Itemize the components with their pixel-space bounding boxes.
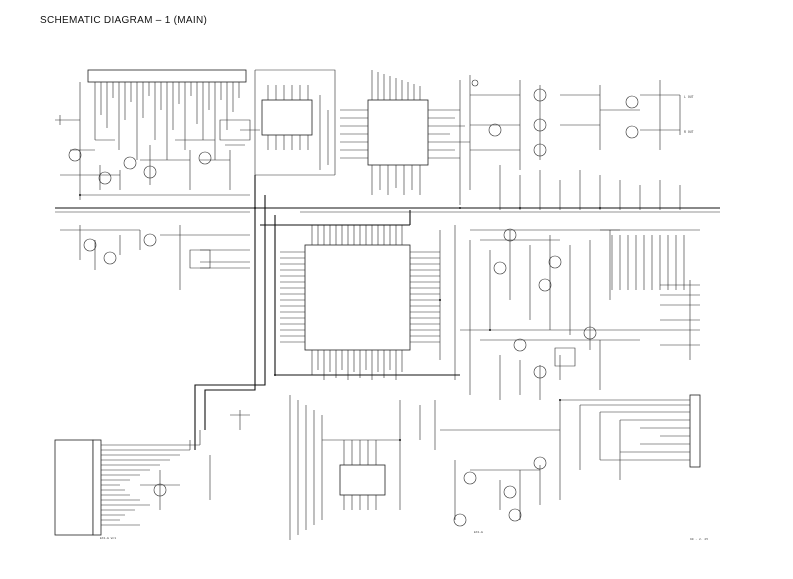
bottom-left-connector-pins (92, 439, 102, 536)
bottom-right-connector (689, 394, 701, 468)
rout-label: R OUT (684, 130, 694, 134)
bottom-left-note: EX1-E W/1 (100, 536, 116, 540)
bottom-left-section: EX1-E W/1 (54, 430, 201, 540)
top-connector-block (87, 69, 247, 83)
junction-dots (79, 194, 601, 441)
main-ic-section (194, 175, 471, 450)
top-center-ic (261, 99, 313, 136)
bottom-right-section (440, 394, 701, 527)
main-bus (55, 207, 720, 213)
top-right-ic-section: L OUT R OUT (340, 70, 694, 210)
bottom-center-note: EX1-E (474, 531, 483, 534)
main-ic (304, 244, 411, 351)
lout-label: L OUT (684, 95, 694, 99)
page-title: SCHEMATIC DIAGRAM – 1 (MAIN) (40, 15, 208, 26)
bottom-center-ic (339, 464, 386, 496)
top-center-ic-section (254, 69, 336, 176)
top-right-ic (367, 99, 429, 166)
bottom-right-note: 99 - 2. 25 (690, 538, 708, 541)
left-middle-section (60, 225, 250, 290)
bottom-left-connector-block (54, 439, 94, 536)
bottom-center-section (209, 395, 436, 540)
right-middle-section (460, 228, 700, 400)
top-left-section (55, 69, 260, 200)
